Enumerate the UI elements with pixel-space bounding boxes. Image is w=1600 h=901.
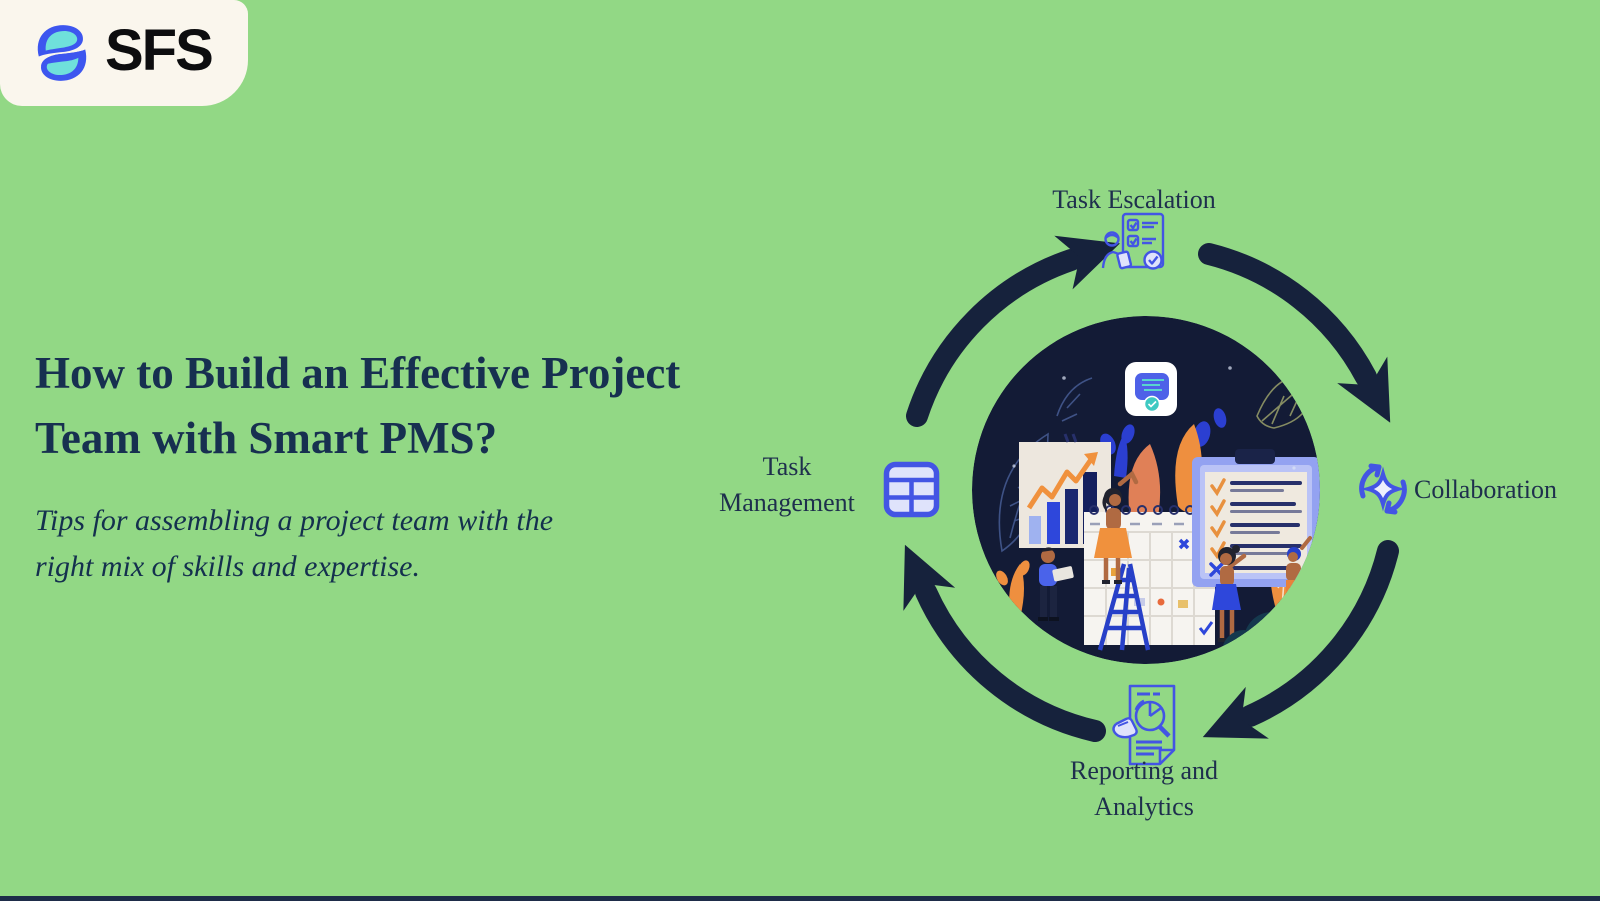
task-escalation-icon: [1101, 212, 1165, 270]
arc-right-to-bottom: [1202, 540, 1399, 739]
collaboration-icon: [1359, 463, 1407, 515]
bottom-edge-strip: [0, 896, 1600, 901]
team-planning-illustration: [972, 316, 1320, 664]
logo-text: SFS: [105, 18, 214, 83]
label-task-management: Task Management: [719, 449, 855, 521]
ladder: [1097, 563, 1151, 651]
subtitle-line-1: Tips for assembling a project team with …: [35, 504, 554, 537]
task-management-icon: [883, 461, 940, 518]
logo-card: SFS: [0, 0, 248, 106]
arc-top-to-right: [1198, 243, 1391, 423]
person-pointing: [1212, 545, 1247, 642]
label-reporting-line-2: Analytics: [1094, 792, 1194, 821]
sfs-logo-icon: [37, 25, 87, 81]
page-subtitle: Tips for assembling a project team with …: [35, 498, 815, 590]
title-line-2: Team with Smart PMS?: [35, 413, 498, 463]
center-illustration: [972, 316, 1320, 664]
label-task-escalation: Task Escalation: [1052, 185, 1216, 214]
chat-app-icon: [1125, 362, 1177, 416]
label-reporting-line-1: Reporting and: [1069, 756, 1219, 785]
arc-left-to-top: [906, 235, 1120, 427]
label-reporting-analytics: Reporting and Analytics: [1070, 753, 1218, 825]
reporting-analytics-icon: [1112, 684, 1176, 766]
headline-block: How to Build an Effective Project Team w…: [35, 341, 815, 590]
label-task-management-line-1: Task: [762, 452, 812, 481]
checklist-clipboard: [1192, 449, 1320, 587]
page-title: How to Build an Effective Project Team w…: [35, 341, 815, 471]
person-on-ladder: [1094, 470, 1139, 584]
title-line-1: How to Build an Effective Project: [35, 348, 681, 398]
arc-bottom-to-left: [903, 544, 1106, 742]
label-task-management-line-2: Management: [719, 488, 855, 517]
label-collaboration: Collaboration: [1414, 475, 1557, 504]
subtitle-line-2: right mix of skills and expertise.: [35, 550, 420, 583]
person-with-laptop: [1038, 547, 1074, 621]
